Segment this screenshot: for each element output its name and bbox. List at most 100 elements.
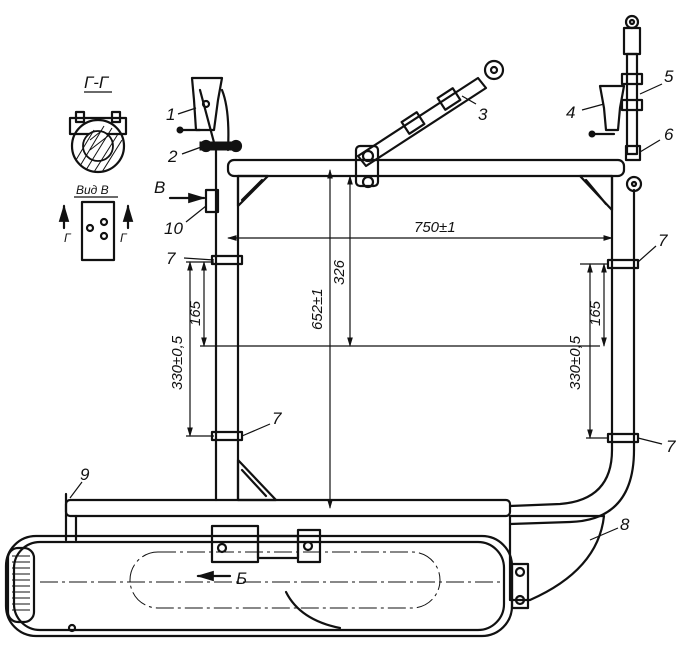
bracket-bolt-2	[514, 594, 526, 606]
rod-nut-1	[620, 72, 644, 86]
adjust-rod	[625, 52, 639, 156]
leader-9	[69, 481, 83, 499]
bracket-bolt-1	[514, 566, 526, 578]
strut-turnbuckle-1	[436, 87, 462, 111]
leader-2	[181, 145, 205, 155]
callouts: 1 2 3 4 5 6 7 7 7 7 8 9 10	[69, 67, 676, 541]
leader-8	[589, 527, 619, 541]
callout-2: 2	[167, 147, 178, 166]
view-b-hole-1	[85, 223, 95, 233]
left-fittings: В	[154, 76, 243, 214]
callout-7b: 7	[658, 231, 668, 250]
tank-hidden-outline	[129, 551, 441, 609]
leader-4	[581, 103, 605, 111]
right-tube-bend-inner	[508, 448, 614, 508]
view-arrow-b-label: Б	[236, 569, 247, 588]
pipe-to-frame	[220, 88, 230, 152]
clamp-2-nut-right	[229, 139, 243, 153]
top-eye	[624, 14, 640, 30]
tank-cap-ribs	[12, 555, 30, 611]
leader-6	[639, 139, 661, 153]
callout-5: 5	[664, 67, 674, 86]
frame	[64, 88, 636, 542]
right-fittings	[588, 14, 644, 193]
bracket-1-hole	[201, 99, 211, 109]
view-b-block	[80, 200, 116, 262]
callout-9: 9	[80, 465, 90, 484]
top-eye-hole	[628, 18, 636, 26]
callout-4: 4	[566, 103, 575, 122]
strut-base-bolt-1	[361, 149, 375, 163]
callout-8: 8	[620, 515, 630, 534]
strut-top-eye	[483, 59, 505, 81]
gusset-bottom-left	[236, 458, 278, 502]
view-b-hole-2	[99, 217, 109, 227]
callout-3: 3	[478, 105, 488, 124]
leader-7d	[637, 437, 663, 445]
callout-10: 10	[164, 219, 183, 238]
dim-right-offset: 330±0,5	[567, 335, 584, 390]
valve-bolt-1	[216, 542, 228, 554]
bracket-4	[598, 84, 626, 132]
tank-assembly: Б	[4, 514, 606, 638]
left-tube-top	[198, 88, 218, 152]
dim-height-total: 652±1	[309, 288, 326, 330]
dim-width: 750±1	[414, 219, 456, 236]
top-link	[622, 26, 642, 56]
dim-right-offset-half: 165	[587, 300, 604, 326]
strut-turnbuckle-2	[400, 111, 426, 135]
callout-1: 1	[166, 105, 175, 124]
leader-3	[461, 95, 477, 105]
dimension-lines: 750±1 652±1 326 330±0,5 165 330±0,5 165	[169, 169, 613, 509]
bracket-clamp	[510, 562, 530, 610]
leader-7c	[241, 423, 271, 437]
valve-fitting	[296, 528, 322, 564]
dim-left-offset: 330±0,5	[169, 335, 186, 390]
callout-6: 6	[664, 125, 674, 144]
clamp-2	[199, 141, 241, 151]
callout-7d: 7	[666, 437, 676, 456]
dim-height-upper: 326	[331, 259, 348, 285]
band-clamps	[64, 254, 640, 518]
frame-bottom-bar	[64, 498, 512, 518]
right-clamp-knob	[588, 130, 596, 138]
right-tube-bend-outer	[508, 448, 636, 526]
rod-nut-2	[620, 98, 644, 112]
view-label: Вид В	[76, 183, 109, 197]
leader-7a	[183, 257, 215, 261]
bracket-1	[190, 76, 224, 132]
section-hatching	[75, 125, 123, 173]
frame-eye	[625, 175, 643, 193]
strut-base-bolt-2	[361, 175, 375, 189]
callout-7a: 7	[166, 249, 176, 268]
bolt-right	[110, 110, 122, 124]
frame-top-bar	[226, 158, 626, 178]
cut-mark-left: Г	[64, 231, 72, 245]
section-title: Г-Г	[84, 73, 110, 92]
section-detail: Г-Г Вид В Г Г	[58, 73, 134, 262]
clamp-handle-knob	[176, 126, 184, 134]
valve-body	[256, 534, 300, 560]
leader-5	[639, 83, 663, 95]
strut-top-eye-hole	[489, 65, 499, 75]
clamp-2-nut-left	[199, 139, 213, 153]
gusset-top-right	[578, 174, 614, 212]
callout-7c: 7	[272, 409, 282, 428]
leader-7b	[637, 245, 657, 263]
tank-bottom-curve	[284, 590, 342, 630]
view-b-hole-3	[99, 231, 109, 241]
clamp-ring	[70, 118, 126, 174]
tank-cap	[6, 546, 36, 624]
tank-mount-hole	[67, 623, 77, 633]
part-10-block	[204, 188, 220, 214]
view-arrow-v-label: В	[154, 178, 165, 197]
strut-rod	[356, 76, 488, 168]
part-6-nut	[624, 144, 642, 162]
bolt-left	[74, 110, 86, 124]
strut	[354, 59, 505, 189]
frame-eye-hole	[630, 180, 638, 188]
leader-10	[185, 205, 207, 223]
gusset-top-left	[236, 174, 270, 208]
tank-bracket	[508, 514, 606, 602]
